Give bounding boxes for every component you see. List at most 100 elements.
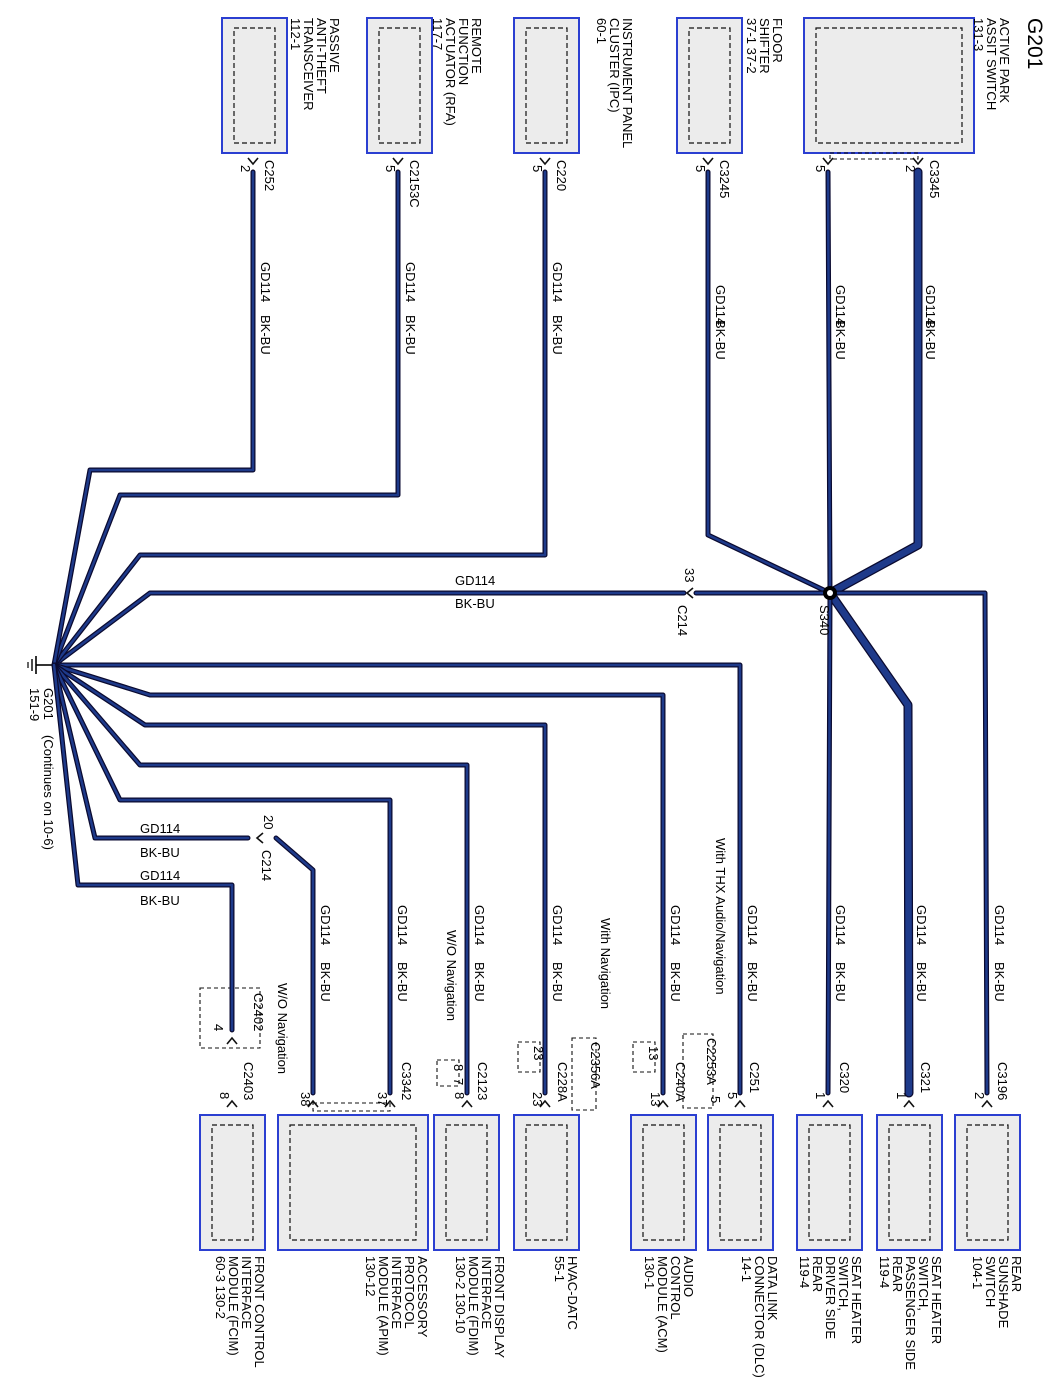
component-floor-shifter-inner [688,27,731,144]
component-label: SEAT HEATER [929,1256,944,1344]
component-label: FLOOR [770,18,785,63]
note-wo-nav-fcim: W/O Navigation [275,983,290,1074]
component-bottom [707,1114,774,1251]
component-label: ACTUATOR (RFA) [443,18,458,126]
component-bottom-inner [525,1124,568,1241]
component-label: PASSIVE [327,18,342,73]
ground-ref: 151-9 [27,688,42,721]
pin-number: 1 [894,1092,909,1099]
connector-label: C3345 [927,160,942,198]
wire-label-color: BK-BU [550,962,565,1002]
component-label: REAR [810,1256,825,1292]
pin-number: 2 [238,165,253,172]
wire-label-color: BK-BU [472,962,487,1002]
component-label: CONNECTOR (DLC) [752,1256,767,1378]
connector-pin [392,157,404,166]
component-label: INTERFACE [389,1256,404,1329]
connector-pin [247,157,259,166]
wire-label-color: BK-BU [550,315,565,355]
component-label: 37-1 37-2 [744,18,759,74]
pin-number: 2 [903,165,918,172]
wire-hvac-outline [51,662,548,1096]
pin-number: 4 [211,1024,226,1031]
connector-pin [912,157,924,166]
wire-rear-sunshade [828,591,989,1095]
wire-label-color: BK-BU [403,315,418,355]
connector-pin [539,1099,551,1108]
component-bottom [630,1114,697,1251]
component-label: FRONT CONTROL [252,1256,267,1368]
wire-label-code: GD114 [992,905,1007,945]
wire-label-code: GD114 [550,905,565,945]
component-label: INTERFACE [479,1256,494,1329]
connector-label: C220 [554,160,569,191]
pin-number: 37 [375,1092,390,1106]
wire-floor-shifter [706,170,832,595]
wire-label-code: GD114 [140,821,180,836]
component-label: SWITCH, [836,1256,851,1311]
pin-number: 13 [646,1046,661,1060]
connector-label: C240A [673,1062,688,1102]
pin-number: 5 [693,165,708,172]
wire-label-color: BK-BU [318,962,333,1002]
component-label: INTERFACE [239,1256,254,1329]
connector-label: C251 [747,1062,762,1093]
connector-label: C3196 [995,1062,1010,1100]
wire-label-code: GD114 [745,905,760,945]
wire-label-code: GD114 [923,285,938,325]
alt-pin-hvac [517,1041,541,1073]
wire-label-code: GD114 [833,285,848,325]
component-pats-inner [233,27,276,144]
component-bottom-inner [642,1124,685,1241]
pin-number: 8 [452,1092,467,1099]
pin-number: 13 [648,1092,663,1106]
wire-ground-to-c214-20-outline [51,662,251,841]
wire-floor-shifter-outline [705,169,833,596]
component-label: DATA LINK [765,1256,780,1321]
component-label: REMOTE [469,18,484,74]
wire-label-code: GD114 [318,905,333,945]
component-label: 60-1 [594,18,609,44]
splice-s340-center [827,590,833,596]
wire-label-code: GD114 [668,905,683,945]
wire-hvac [52,663,547,1095]
component-bottom-inner [966,1124,1009,1241]
component-active-park-assist [803,17,975,154]
pin-number: 23 [531,1046,546,1060]
wire-c214-to-ground [52,591,686,667]
component-bottom [513,1114,580,1251]
wire-active-park-5 [826,170,832,595]
component-label: INSTRUMENT PANEL [620,18,635,148]
component-ipc [513,17,580,154]
connector-pin [702,157,714,166]
wire-ipc [52,170,547,667]
component-label: MODULE (FDIM) [466,1256,481,1356]
component-label: TRANSCEIVER [301,18,316,110]
component-label: ANTI-THEFT [314,18,329,94]
component-bottom-inner [888,1124,931,1241]
connector-label: C214 [259,850,274,881]
component-label: FRONT DISPLAY [492,1256,507,1358]
component-bottom-inner [719,1124,762,1241]
pin-number: 20 [261,815,276,829]
connector-label: C3245 [717,160,732,198]
wire-label-color: BK-BU [833,962,848,1002]
wire-label-color: BK-BU [140,845,180,860]
wire-ground-to-c214-20 [52,663,250,840]
pin-number: 5 [708,1096,723,1103]
component-label: AUDIO [681,1256,696,1297]
component-label: PASSENGER SIDE [903,1256,918,1370]
wire-label-code: GD114 [258,262,273,302]
wire-label-color: BK-BU [914,962,929,1002]
wire-label-color: BK-BU [258,315,273,355]
component-active-park-assist-pins [829,152,919,160]
wire-label-color: BK-BU [455,596,495,611]
connector-label: C2356A [588,1042,603,1089]
pin-number: 5 [530,165,545,172]
wire-label-color: BK-BU [395,962,410,1002]
component-label: 119-4 [797,1256,812,1288]
component-label: 112-1 [288,18,303,50]
component-label: FUNCTION [456,18,471,85]
wire-label-code: GD114 [403,262,418,302]
note-with-nav: With Navigation [598,918,613,1009]
